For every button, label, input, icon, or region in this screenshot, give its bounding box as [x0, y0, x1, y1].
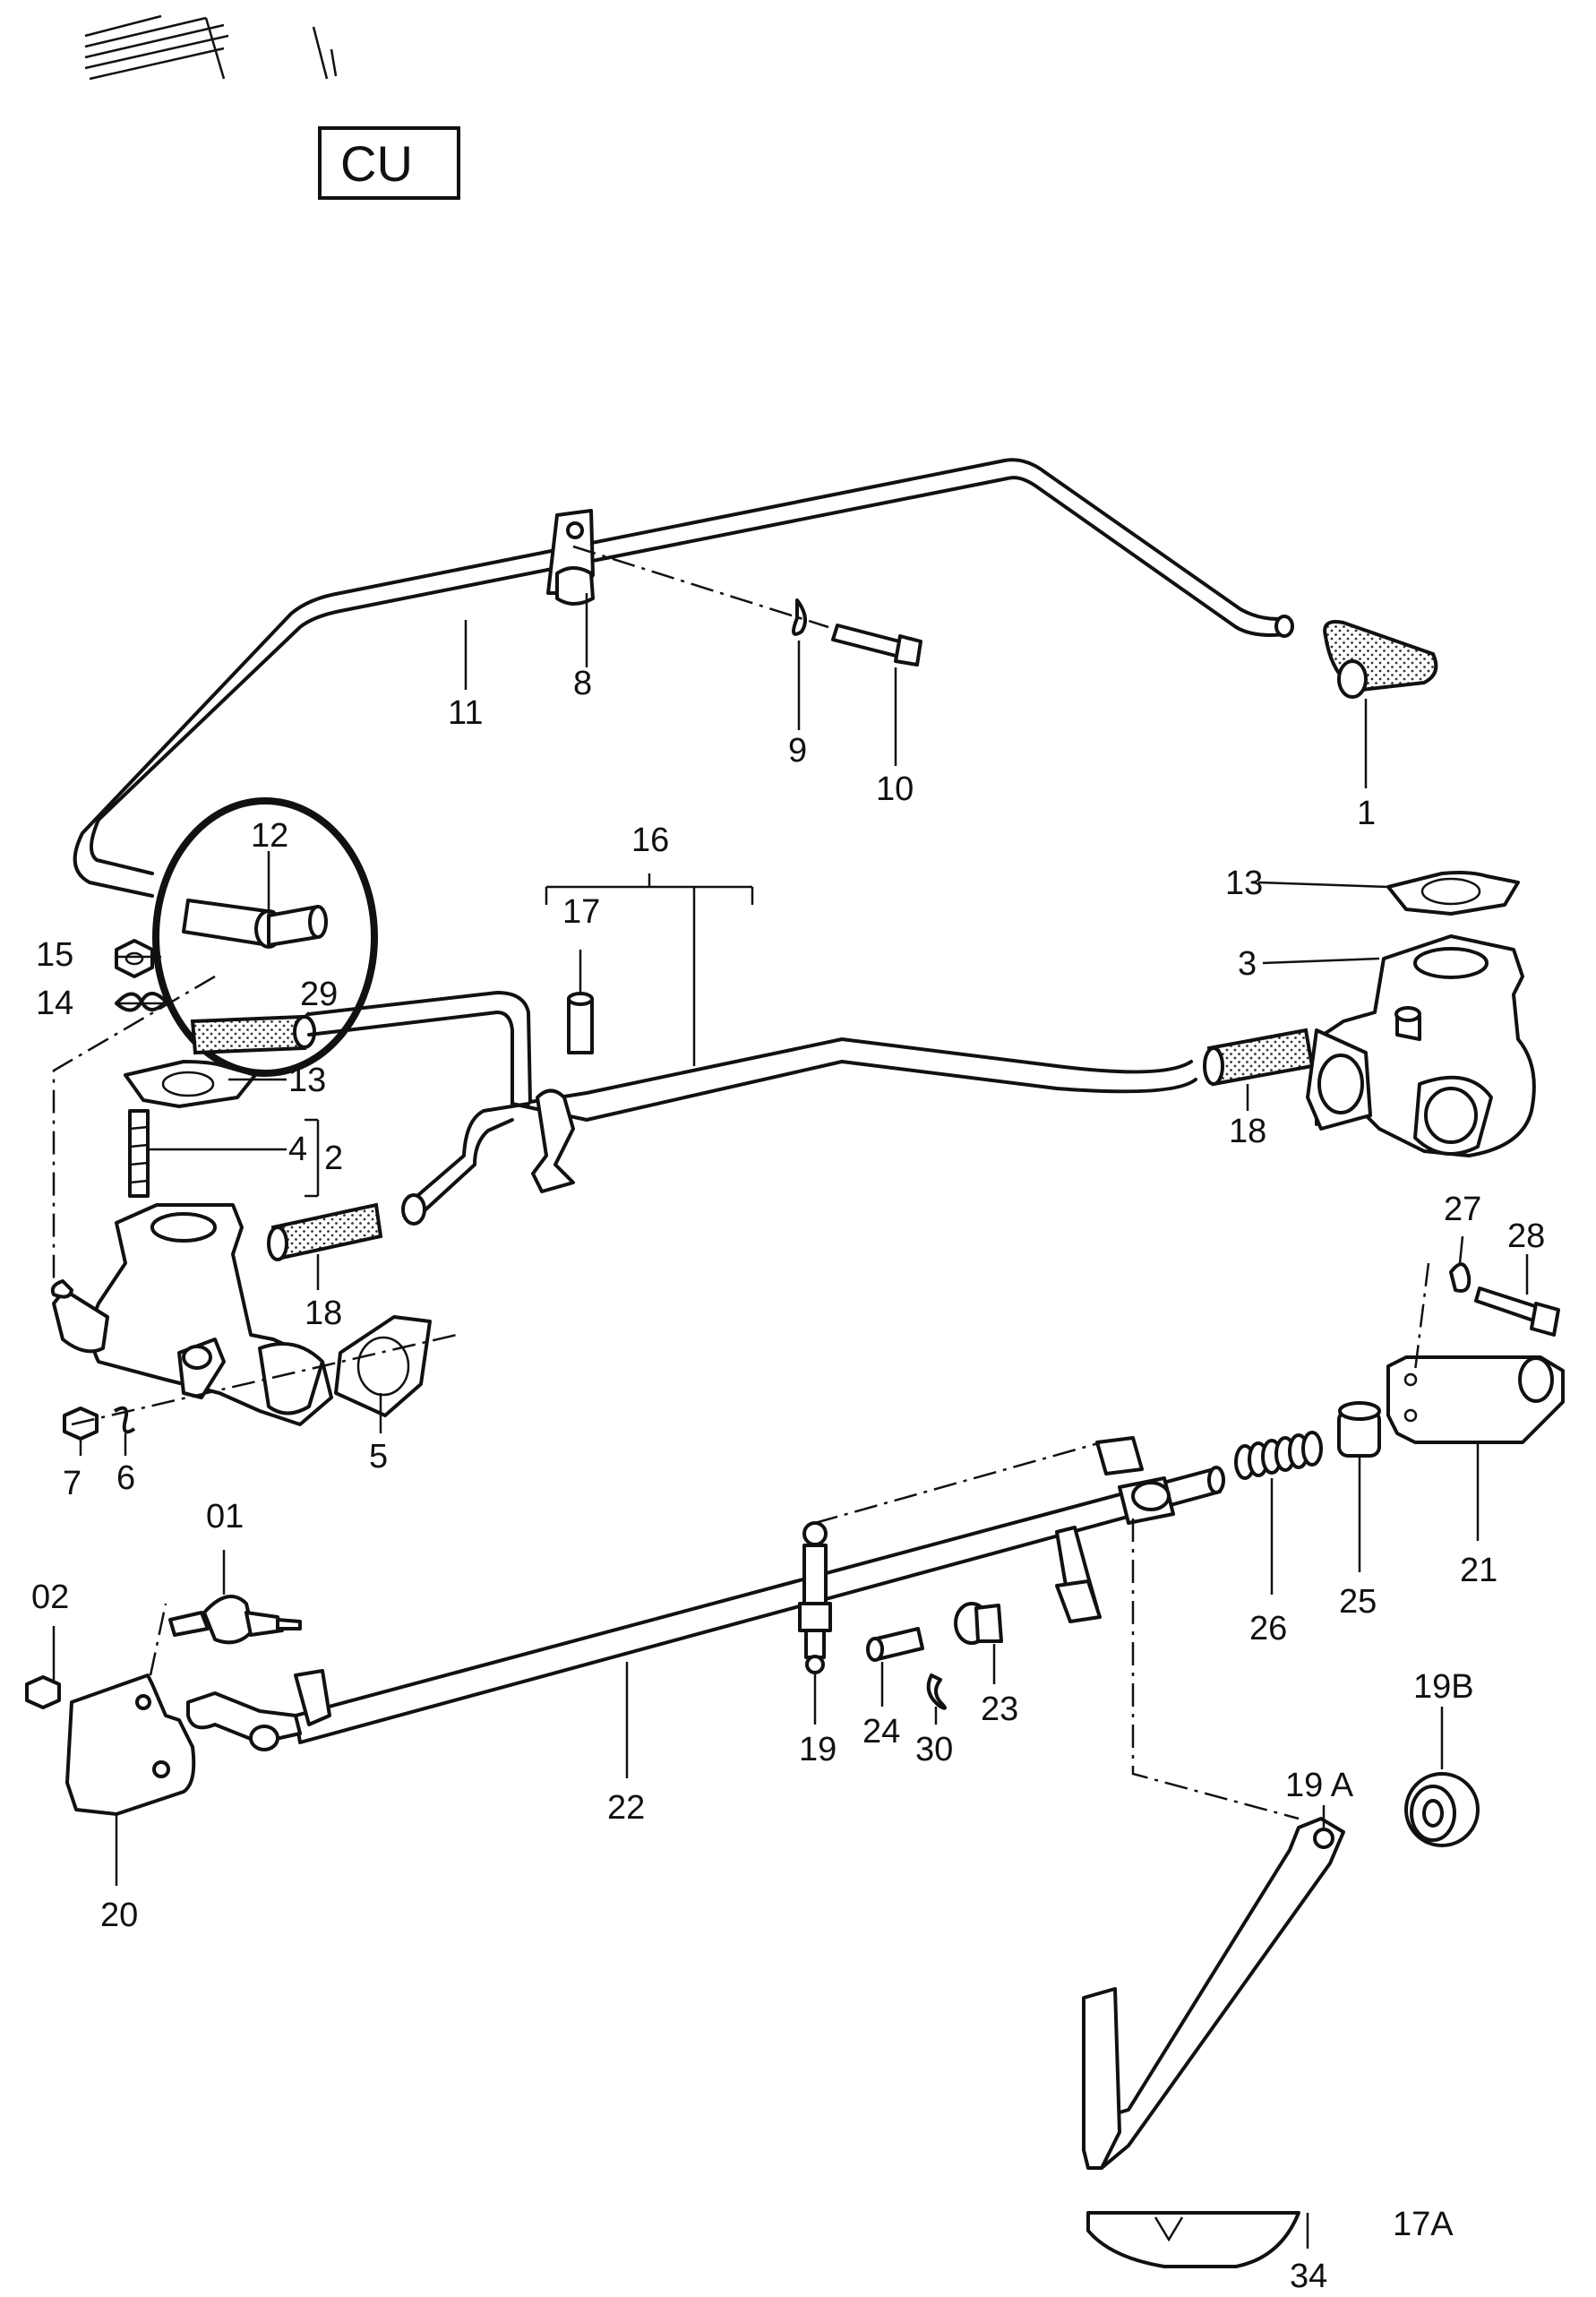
lock-washer — [115, 992, 167, 1012]
exhaust-gasket — [334, 1315, 432, 1417]
pipe-clip — [531, 1088, 575, 1193]
label-19: 19 — [799, 1731, 837, 1768]
intake-manifold-left — [50, 1203, 333, 1426]
label-23: 23 — [981, 1690, 1018, 1728]
corner-hatch-mark — [84, 14, 338, 81]
e-clip — [926, 1673, 947, 1710]
mounting-bracket — [65, 1673, 196, 1816]
intake-manifold-right — [1306, 934, 1536, 1157]
label-19b: 19B — [1413, 1668, 1474, 1706]
washer-right — [1449, 1262, 1472, 1293]
label-15: 15 — [36, 936, 73, 974]
label-30: 30 — [915, 1731, 953, 1768]
pipe-bracket — [546, 509, 595, 606]
nut-small — [63, 1407, 99, 1441]
short-hose — [190, 1014, 307, 1055]
flange-bushing — [954, 1602, 1003, 1645]
flange-gasket-right — [1386, 871, 1520, 916]
flange-gasket-left — [124, 1060, 257, 1108]
hex-nut — [115, 939, 154, 978]
label-9: 9 — [788, 732, 807, 770]
support-bracket — [1386, 1355, 1565, 1444]
leader-lines — [52, 593, 1529, 2249]
label-13-right: 13 — [1225, 865, 1263, 902]
label-17: 17 — [562, 893, 600, 931]
label-5: 5 — [369, 1438, 388, 1475]
label-20: 20 — [100, 1897, 138, 1934]
label-7: 7 — [63, 1465, 82, 1502]
connector-tube — [182, 899, 328, 949]
label-22: 22 — [607, 1789, 645, 1827]
label-6: 6 — [116, 1459, 135, 1497]
label-34: 34 — [1290, 2258, 1327, 2295]
label-21: 21 — [1460, 1552, 1497, 1589]
group-bracket — [545, 873, 754, 1066]
label-3: 3 — [1238, 945, 1257, 983]
label-14: 14 — [36, 985, 73, 1022]
screw — [831, 624, 922, 667]
hose-right — [1206, 1028, 1315, 1087]
pedal-arm — [1082, 1817, 1345, 2170]
label-16: 16 — [631, 822, 669, 859]
hose-end-cap — [1323, 620, 1438, 699]
label-19a: 19 A — [1285, 1767, 1354, 1804]
stud-bolt — [128, 1109, 150, 1198]
bushing — [1337, 1401, 1381, 1458]
linkage-rod — [186, 1436, 1225, 1751]
assembly-lines — [52, 545, 1430, 1820]
label-01: 01 — [206, 1498, 244, 1536]
label-11: 11 — [448, 694, 483, 732]
label-27: 27 — [1444, 1191, 1481, 1228]
label-29: 29 — [300, 976, 338, 1013]
code-box-label: CU — [340, 135, 413, 192]
spring — [1234, 1431, 1323, 1480]
label-13-left: 13 — [288, 1062, 326, 1099]
label-28: 28 — [1507, 1217, 1545, 1255]
label-18-right: 18 — [1229, 1113, 1266, 1150]
hose-left — [270, 1202, 383, 1261]
label-17a: 17A — [1393, 2206, 1454, 2243]
label-10: 10 — [876, 770, 914, 808]
label-8: 8 — [573, 665, 592, 702]
vacuum-unit — [168, 1595, 302, 1645]
group-bracket-2 — [305, 1118, 320, 1198]
label-2: 2 — [324, 1140, 343, 1177]
highlight-circle — [152, 797, 378, 1077]
part-labels: 12 11 8 9 10 1 16 17 13 3 15 14 29 13 4 … — [31, 665, 1545, 2295]
label-4: 4 — [288, 1131, 307, 1168]
grommet — [1404, 1772, 1480, 1847]
label-1: 1 — [1357, 795, 1376, 832]
label-02: 02 — [31, 1579, 69, 1616]
label-26: 26 — [1249, 1610, 1287, 1647]
label-25: 25 — [1339, 1583, 1377, 1621]
label-24: 24 — [862, 1713, 900, 1751]
clevis-pin — [866, 1627, 924, 1662]
ball-pin — [798, 1521, 832, 1674]
upper-vacuum-pipe — [73, 458, 1294, 898]
vertical-tube — [567, 992, 594, 1054]
middle-vacuum-pipe — [307, 991, 1197, 1226]
code-box — [318, 126, 460, 200]
label-18-left: 18 — [305, 1295, 342, 1332]
label-12: 12 — [251, 817, 288, 855]
bolt-right — [1474, 1286, 1560, 1337]
nut-02 — [25, 1675, 61, 1709]
partial-cover — [1086, 2211, 1300, 2268]
